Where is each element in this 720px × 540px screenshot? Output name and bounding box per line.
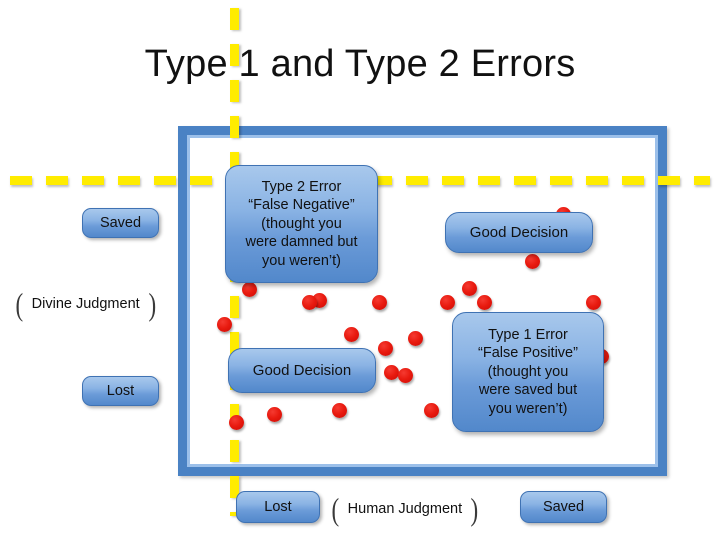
type-1-error-text: Type 1 Error “False Positive”(thought you… xyxy=(472,326,584,419)
axis-label-human-saved[interactable]: Saved xyxy=(520,491,607,523)
scatter-point xyxy=(439,294,455,310)
good-decision-top-right-text: Good Decision xyxy=(469,223,569,241)
scatter-point xyxy=(397,367,413,383)
axis-caption-human-judgment-text: Human Judgment xyxy=(347,501,463,517)
bracket-close-icon: ) xyxy=(470,491,479,527)
axis-label-divine-lost[interactable]: Lost xyxy=(82,376,159,406)
callout-line: you weren’t) xyxy=(488,400,568,417)
callout-line: Type 1 Error xyxy=(488,326,568,343)
callout-line: (thought you xyxy=(261,215,342,232)
callout-line: you weren’t) xyxy=(262,252,341,269)
scatter-point xyxy=(377,340,393,356)
callout-line: “False Positive” xyxy=(478,345,578,362)
axis-label-human-saved-text: Saved xyxy=(542,499,585,515)
scatter-point xyxy=(371,294,387,310)
scatter-point xyxy=(461,280,477,296)
bracket-close-icon: ) xyxy=(148,286,156,322)
scatter-point xyxy=(343,326,359,342)
callout-line: were damned but xyxy=(245,234,358,251)
scatter-point xyxy=(476,294,492,310)
quadrant-box-good-decision-bottom-left[interactable]: Good Decision xyxy=(228,348,376,393)
scatter-point xyxy=(301,294,317,310)
callout-line: “False Negative” xyxy=(248,197,355,214)
scatter-point xyxy=(331,402,347,418)
scatter-point xyxy=(266,406,282,422)
axis-label-divine-saved[interactable]: Saved xyxy=(82,208,159,238)
scatter-point xyxy=(216,316,232,332)
bracket-open-icon: ( xyxy=(331,491,340,527)
scatter-point xyxy=(423,402,439,418)
axis-caption-divine-judgment-text: Divine Judgment xyxy=(31,296,140,312)
quadrant-box-good-decision-top-right[interactable]: Good Decision xyxy=(445,212,593,253)
scatter-point xyxy=(241,281,257,297)
callout-line: Type 2 Error xyxy=(261,178,342,195)
type-2-error-text: Type 2 Error “False Negative”(thought you… xyxy=(239,178,363,271)
callout-line: (thought you xyxy=(487,363,569,380)
axis-label-divine-lost-text: Lost xyxy=(106,383,135,399)
quadrant-box-type-1-error[interactable]: Type 1 Error “False Positive”(thought you… xyxy=(452,312,604,432)
scatter-point xyxy=(383,364,399,380)
callout-line: were saved but xyxy=(478,382,578,399)
axis-label-human-lost[interactable]: Lost xyxy=(236,491,320,523)
axis-label-divine-saved-text: Saved xyxy=(99,215,142,231)
page-title: Type 1 and Type 2 Errors xyxy=(144,43,576,85)
axis-label-human-lost-text: Lost xyxy=(264,499,292,515)
good-decision-bottom-left-text: Good Decision xyxy=(252,361,352,379)
scatter-point xyxy=(524,253,540,269)
scatter-point xyxy=(585,294,601,310)
quadrant-box-type-2-error[interactable]: Type 2 Error “False Negative”(thought you… xyxy=(225,165,378,283)
axis-caption-human-judgment: ( Human Judgment ) xyxy=(330,493,480,525)
scatter-point xyxy=(228,414,244,430)
scatter-point xyxy=(407,330,423,346)
axis-caption-divine-judgment: ( Divine Judgment ) xyxy=(14,288,157,320)
bracket-open-icon: ( xyxy=(15,286,24,322)
